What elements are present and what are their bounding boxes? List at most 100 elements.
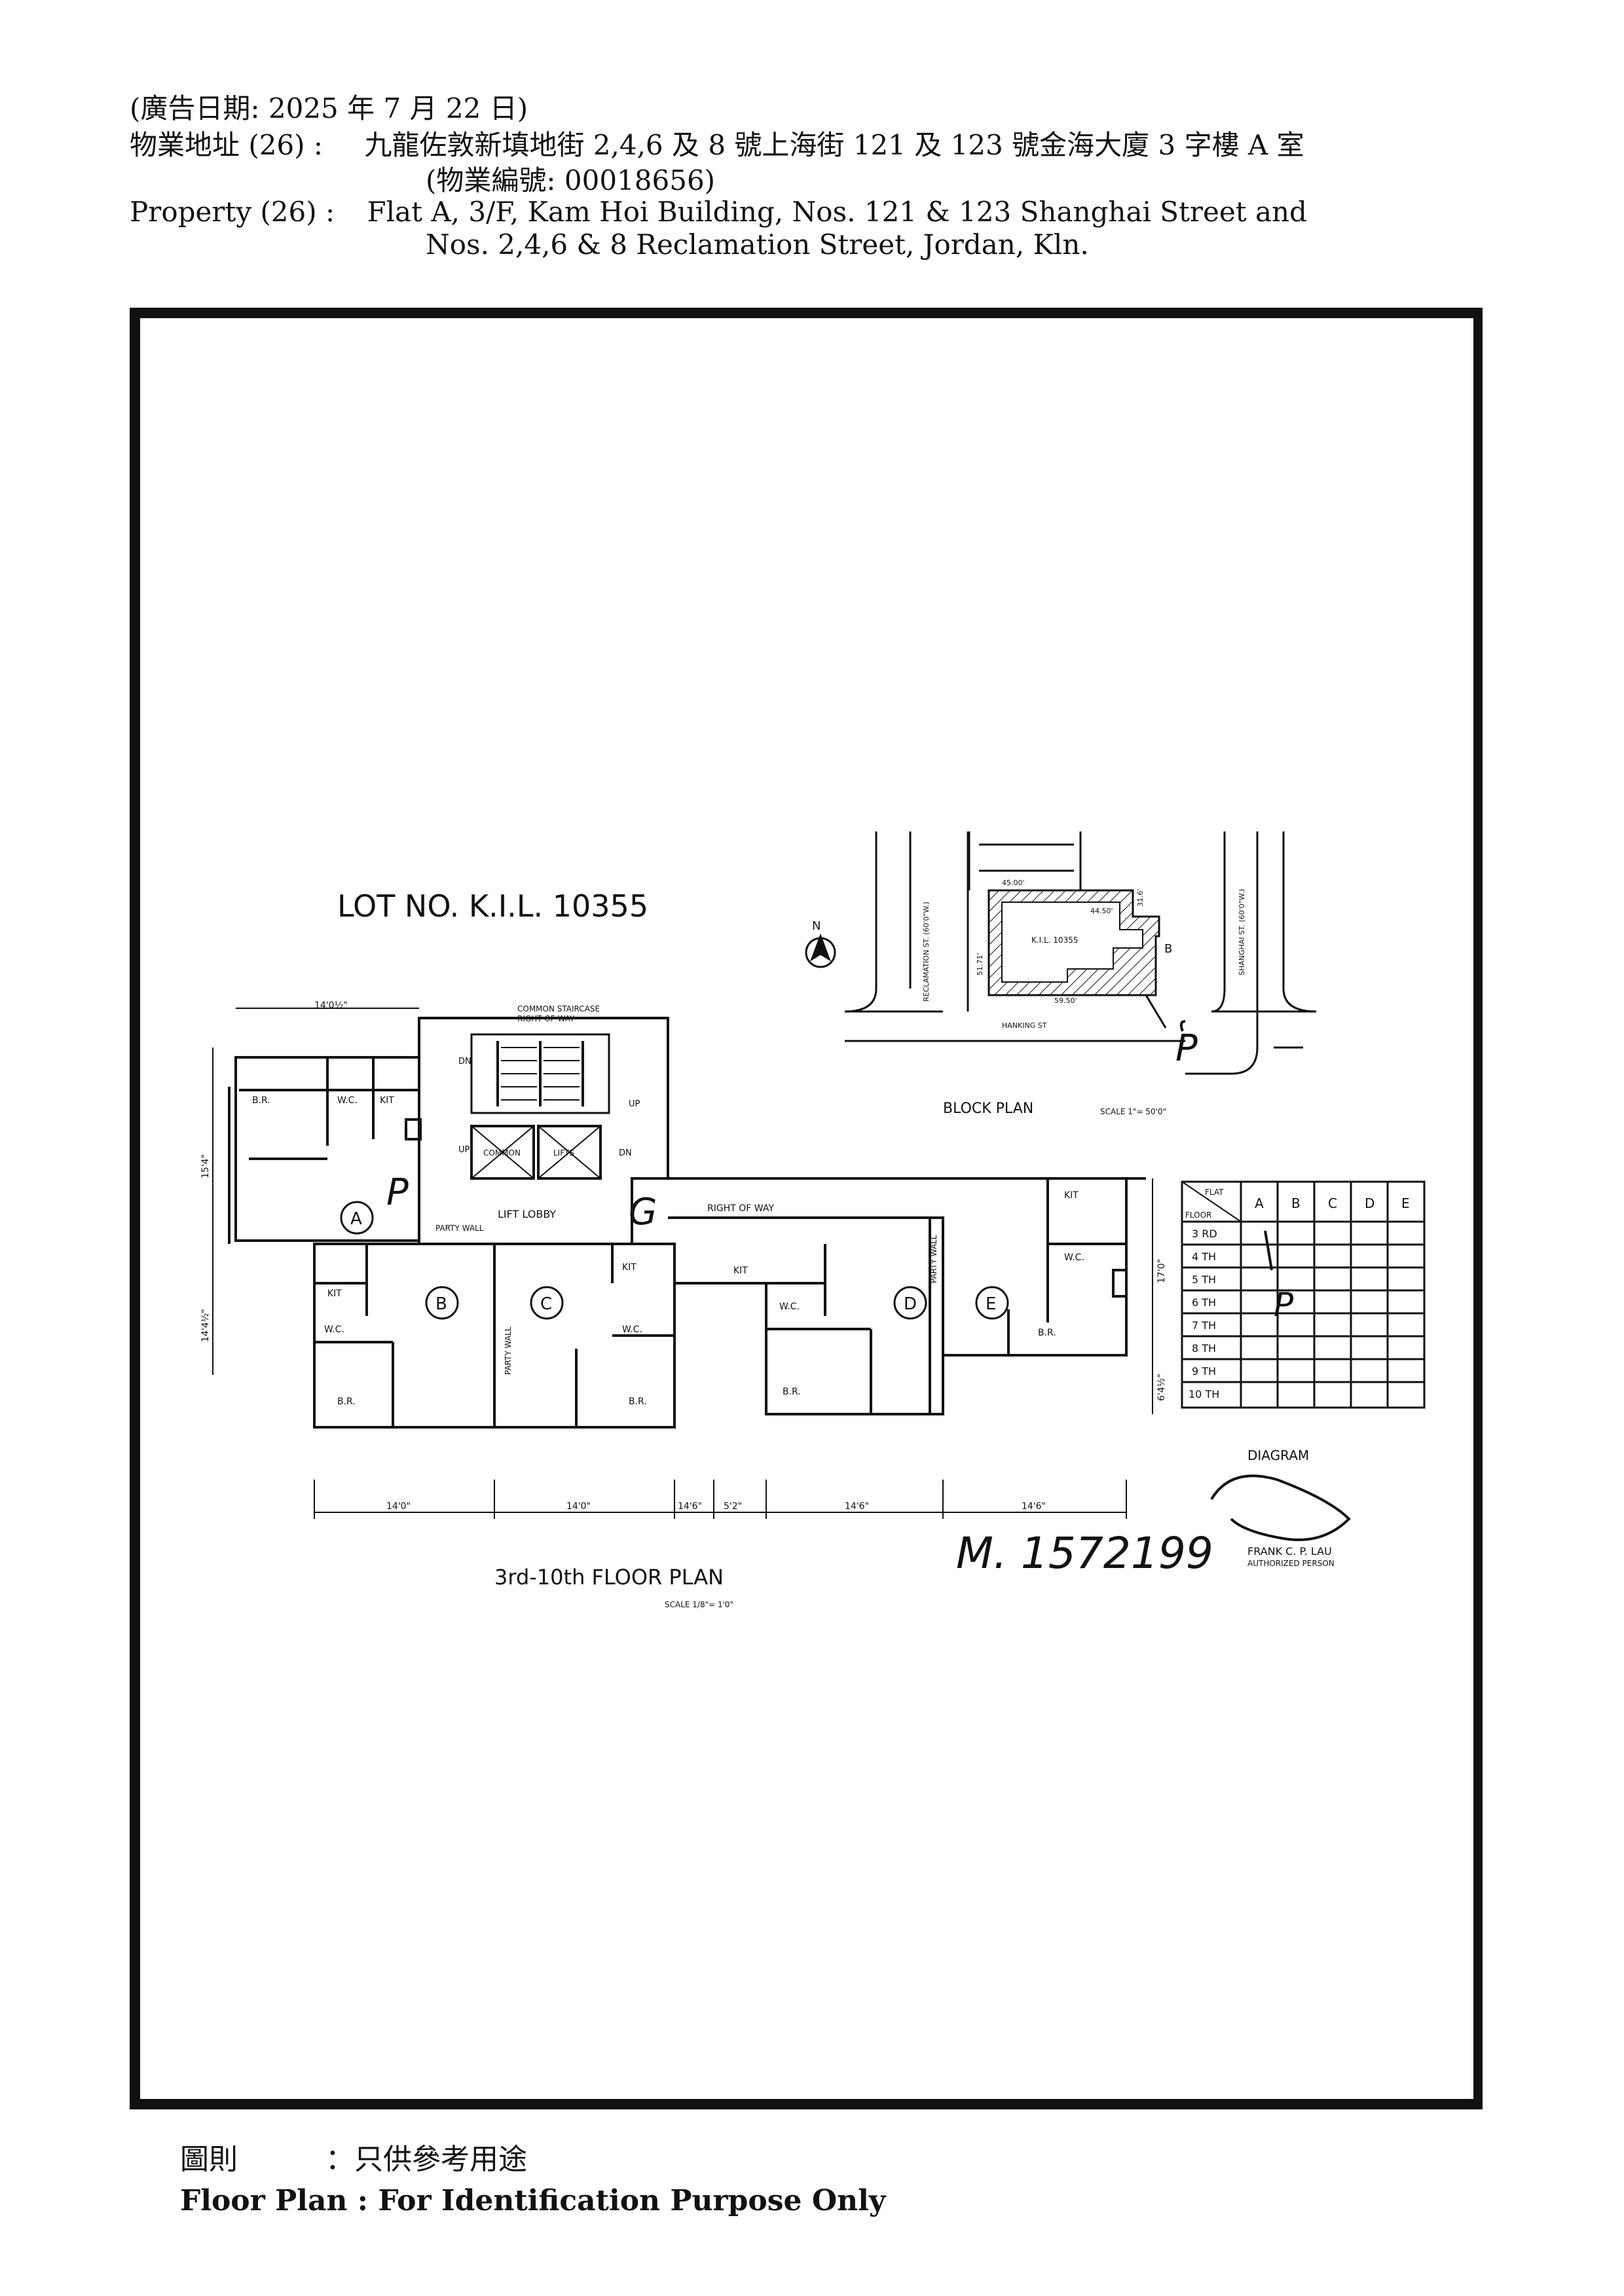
address-en-label: Property (26) : [130, 196, 335, 228]
dim-left-1: 15'4" [200, 1154, 211, 1178]
party-wall-label-a: PARTY WALL [435, 1224, 484, 1233]
floor-table [1181, 1180, 1426, 1409]
block-dim-top: 45.00' [1002, 879, 1025, 887]
party-wall-label-bc: PARTY WALL [504, 1326, 513, 1375]
handwritten-p-a: P [386, 1171, 409, 1214]
floor-plan-scale: SCALE 1/8"= 1'0" [665, 1600, 733, 1609]
footer-en: Floor Plan : For Identification Purpose … [180, 2184, 886, 2217]
kit-label-b: KIT [327, 1288, 342, 1299]
kit-label-a: KIT [380, 1095, 394, 1106]
north-label: N [812, 919, 821, 933]
lift-lobby-label: LIFT LOBBY [498, 1208, 556, 1220]
handwritten-p-table: P [1274, 1286, 1294, 1324]
reclamation-st-label: RECLAMATION ST. (60'0"W.) [922, 902, 931, 1002]
footer-cn-label: 圖則 [180, 2143, 238, 2176]
lifts-label: LIFTS [553, 1148, 574, 1157]
kit-label-d: KIT [733, 1266, 748, 1276]
block-dim-bottom: 59.50' [1054, 996, 1077, 1005]
address-cn-label: 物業地址 (26) : [130, 129, 323, 161]
table-row-8th: 8 TH [1192, 1342, 1216, 1355]
dim-3: 14'6" [678, 1501, 702, 1512]
table-col-d: D [1365, 1195, 1375, 1211]
address-en-row: Property (26) : Flat A, 3/F, Kam Hoi Bui… [130, 195, 1307, 229]
signatory-name: FRANK C. P. LAU [1247, 1545, 1332, 1558]
dn-label-2: DN [619, 1148, 632, 1158]
flat-d-marker-icon [893, 1286, 927, 1320]
flat-e-label: E [986, 1294, 996, 1314]
address-en-line1: Flat A, 3/F, Kam Hoi Building, Nos. 121 … [367, 196, 1307, 228]
br-label-e: B.R. [1038, 1328, 1056, 1338]
table-col-c: C [1328, 1195, 1337, 1211]
block-dim-left: 51.71' [976, 953, 984, 975]
block-dim-right: 31.6' [1136, 888, 1145, 907]
dim-1: 14'0" [386, 1501, 411, 1512]
table-row-4th: 4 TH [1192, 1250, 1216, 1263]
dim-top: 14'0½" [314, 1000, 348, 1011]
hankow-st-label: HANKING ST [1002, 1021, 1047, 1030]
flat-b-label: B [435, 1294, 447, 1314]
table-row-6th: 6 TH [1192, 1296, 1216, 1309]
wc-label-d: W.C. [779, 1302, 800, 1312]
block-plan-title: BLOCK PLAN [943, 1101, 1033, 1117]
table-row-7th: 7 TH [1192, 1319, 1216, 1332]
signatory-role: AUTHORIZED PERSON [1247, 1559, 1335, 1568]
footer-cn-value: ：只供參考用途 [325, 2143, 527, 2176]
table-col-a: A [1255, 1195, 1264, 1211]
table-row-9th: 9 TH [1192, 1365, 1216, 1377]
party-wall-label-de: PARTY WALL [929, 1235, 938, 1283]
dn-label: DN [458, 1057, 471, 1066]
floor-plan [212, 1008, 1153, 1519]
right-of-way-top-label: RIGHT OF WAY [517, 1014, 575, 1023]
table-row-3rd: 3 RD [1192, 1228, 1217, 1240]
dim-4: 5'2" [724, 1501, 742, 1512]
table-row-10th: 10 TH [1189, 1388, 1219, 1400]
plan-frame [130, 308, 1483, 2109]
lot-title: LOT NO. K.I.L. 10355 [337, 888, 648, 924]
kit-label-e: KIT [1064, 1190, 1079, 1201]
address-cn-value: 九龍佐敦新填地街 2,4,6 及 8 號上海街 121 及 123 號金海大廈 … [364, 129, 1304, 161]
table-col-e: E [1401, 1195, 1410, 1211]
handwritten-marks [1179, 1020, 1351, 1541]
dim-right-2: 6'4½" [1156, 1374, 1167, 1401]
flat-a-label: A [350, 1209, 362, 1229]
handwritten-g: G [629, 1191, 657, 1233]
block-plan-lot [987, 889, 1167, 1029]
wc-label-c: W.C. [622, 1324, 642, 1335]
br-label-d: B.R. [783, 1387, 801, 1397]
flat-a-marker-icon [340, 1201, 374, 1235]
floor-table-text: FLAT FLOOR A B C D E 3 RD 4 TH 5 TH 6 TH… [1185, 1188, 1410, 1400]
wc-label-e: W.C. [1064, 1252, 1084, 1263]
br-label-a: B.R. [252, 1095, 270, 1106]
block-plan-scale: SCALE 1"= 50'0" [1100, 1107, 1166, 1116]
flat-c-marker-icon [530, 1286, 564, 1320]
address-en-line2: Nos. 2,4,6 & 8 Reclamation Street, Jorda… [426, 228, 1089, 261]
dim-right-1: 17'0" [1156, 1259, 1167, 1283]
dim-left-2: 14'4½" [200, 1309, 211, 1342]
table-header-flat: FLAT [1205, 1188, 1224, 1197]
block-b-label: B [1164, 942, 1172, 956]
right-of-way-label: RIGHT OF WAY [707, 1203, 774, 1214]
flat-b-marker-icon [425, 1286, 459, 1320]
flat-d-label: D [904, 1294, 917, 1314]
north-arrow-icon [805, 933, 836, 968]
common-staircase-label: COMMON STAIRCASE [517, 1004, 600, 1013]
table-row-5th: 5 TH [1192, 1273, 1216, 1286]
up-label: UP [458, 1145, 470, 1155]
flat-e-marker-icon [975, 1286, 1009, 1320]
br-label-c: B.R. [629, 1396, 647, 1407]
table-header-floor: FLOOR [1185, 1211, 1211, 1220]
shanghai-st-label: SHANGHAI ST. (60'0"W.) [1238, 889, 1246, 975]
wc-label-b: W.C. [324, 1324, 344, 1335]
ad-date: (廣告日期: 2025 年 7 月 22 日) [130, 92, 528, 124]
memorial-number: M. 1572199 [956, 1528, 1213, 1578]
handwritten-p-block: P [1175, 1027, 1198, 1070]
address-cn-row: 物業地址 (26) : 九龍佐敦新填地街 2,4,6 及 8 號上海街 121 … [130, 128, 1304, 162]
kit-label-c: KIT [622, 1262, 637, 1273]
dim-6: 14'6" [1022, 1501, 1046, 1512]
br-label-b: B.R. [337, 1396, 356, 1407]
floor-plan-title: 3rd-10th FLOOR PLAN [494, 1565, 724, 1590]
footer-cn: 圖則 ：只供參考用途 [180, 2136, 527, 2178]
block-kil-label: K.I.L. 10355 [1031, 936, 1079, 945]
table-col-b: B [1291, 1195, 1301, 1211]
